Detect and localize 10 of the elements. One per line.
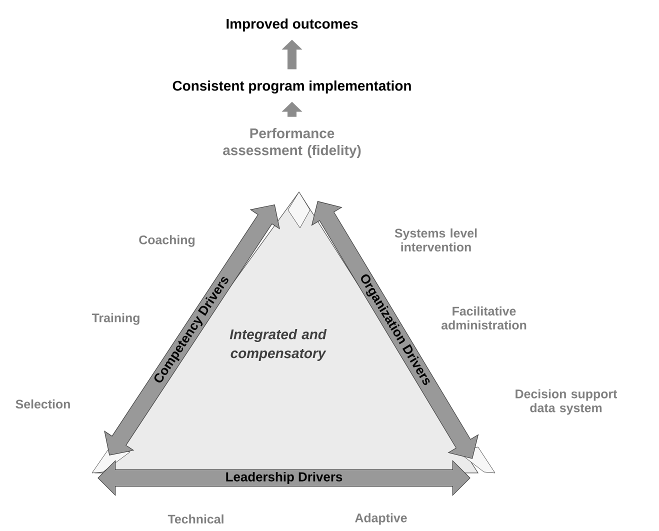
driver-label: Selection (16, 399, 70, 409)
driver-label: Coaching (139, 235, 195, 247)
heading-text: Consistent program implementation (172, 80, 411, 94)
driver-label: Adaptive (355, 513, 407, 525)
assessment-text: Performance assessment (fidelity) (223, 128, 361, 158)
heading-text: Improved outcomes (226, 18, 358, 32)
driver-label: Technical (168, 514, 224, 524)
driver-label: Systems level intervention (394, 228, 477, 252)
driver-band: Leadership Drivers (98, 460, 470, 496)
driver-label: Decision support data system (516, 389, 618, 415)
